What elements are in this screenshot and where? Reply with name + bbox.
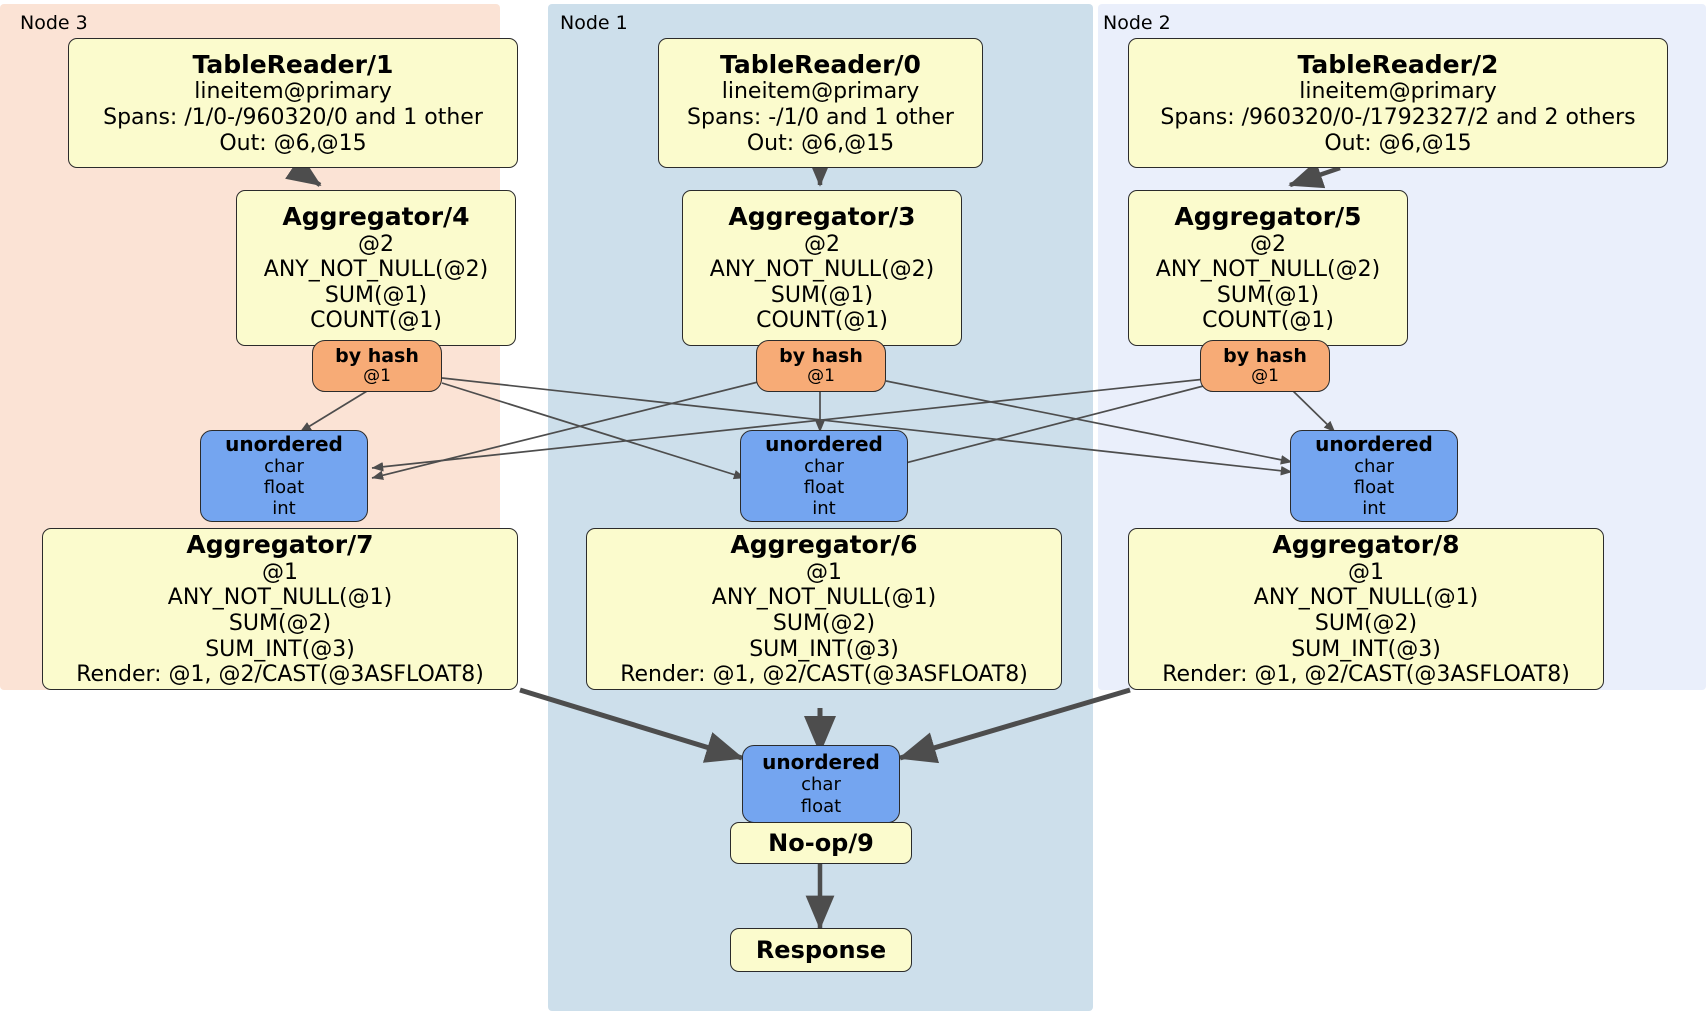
- synchronizer-node-1-type-int: int: [812, 498, 836, 520]
- response[interactable]: Response: [730, 928, 912, 972]
- aggregator-4-group: @2: [358, 231, 394, 257]
- aggregator-7-title: Aggregator/7: [186, 530, 374, 560]
- aggregator-8[interactable]: Aggregator/8 @1 ANY_NOT_NULL(@1) SUM(@2)…: [1128, 528, 1604, 690]
- final-synchronizer-type-float: float: [800, 795, 842, 817]
- synchronizer-node-2[interactable]: unordered char float int: [1290, 430, 1458, 522]
- table-reader-1-spans: Spans: /1/0-/960320/0 and 1 other: [103, 104, 483, 130]
- synchronizer-node-1-title: unordered: [765, 431, 883, 456]
- table-reader-0-spans: Spans: -/1/0 and 1 other: [687, 104, 954, 130]
- router-by-hash-node-3-title: by hash: [335, 344, 419, 367]
- aggregator-7-render: Render: @1, @2/CAST(@3ASFLOAT8): [76, 662, 484, 688]
- router-by-hash-node-2[interactable]: by hash @1: [1200, 340, 1330, 392]
- aggregator-3[interactable]: Aggregator/3 @2 ANY_NOT_NULL(@2) SUM(@1)…: [682, 190, 962, 346]
- table-reader-2-title: TableReader/2: [1297, 49, 1499, 79]
- synchronizer-node-2-type-char: char: [1354, 455, 1394, 477]
- aggregator-3-group: @2: [804, 231, 840, 257]
- aggregator-7-agg3: SUM_INT(@3): [205, 636, 355, 662]
- synchronizer-node-3-type-int: int: [272, 498, 296, 520]
- router-by-hash-node-3-key: @1: [363, 365, 391, 386]
- aggregator-7-group: @1: [262, 559, 298, 585]
- aggregator-6-group: @1: [806, 559, 842, 585]
- aggregator-8-agg1: ANY_NOT_NULL(@1): [1253, 585, 1479, 611]
- aggregator-3-agg2: SUM(@1): [770, 282, 874, 308]
- lane-label-node-1: Node 1: [560, 12, 628, 34]
- aggregator-7[interactable]: Aggregator/7 @1 ANY_NOT_NULL(@1) SUM(@2)…: [42, 528, 518, 690]
- aggregator-4[interactable]: Aggregator/4 @2 ANY_NOT_NULL(@2) SUM(@1)…: [236, 190, 516, 346]
- aggregator-5[interactable]: Aggregator/5 @2 ANY_NOT_NULL(@2) SUM(@1)…: [1128, 190, 1408, 346]
- table-reader-1-title: TableReader/1: [192, 49, 394, 79]
- final-synchronizer[interactable]: unordered char float: [742, 745, 900, 823]
- aggregator-3-agg3: COUNT(@1): [756, 308, 888, 334]
- aggregator-6-agg2: SUM(@2): [772, 610, 876, 636]
- table-reader-0-title: TableReader/0: [720, 49, 921, 79]
- synchronizer-node-2-title: unordered: [1315, 431, 1433, 456]
- table-reader-2-spans: Spans: /960320/0-/1792327/2 and 2 others: [1160, 104, 1636, 130]
- router-by-hash-node-3[interactable]: by hash @1: [312, 340, 442, 392]
- aggregator-8-render: Render: @1, @2/CAST(@3ASFLOAT8): [1162, 662, 1570, 688]
- table-reader-1-table: lineitem@primary: [194, 79, 392, 105]
- aggregator-5-agg1: ANY_NOT_NULL(@2): [1155, 257, 1381, 283]
- aggregator-8-agg3: SUM_INT(@3): [1291, 636, 1441, 662]
- synchronizer-node-2-type-float: float: [1353, 476, 1395, 498]
- router-by-hash-node-2-key: @1: [1251, 365, 1279, 386]
- aggregator-7-agg2: SUM(@2): [228, 610, 332, 636]
- aggregator-4-agg1: ANY_NOT_NULL(@2): [263, 257, 489, 283]
- table-reader-0-table: lineitem@primary: [721, 79, 920, 105]
- no-op-9[interactable]: No-op/9: [730, 822, 912, 864]
- synchronizer-node-2-type-int: int: [1362, 498, 1386, 520]
- table-reader-2[interactable]: TableReader/2 lineitem@primary Spans: /9…: [1128, 38, 1668, 168]
- router-by-hash-node-1-key: @1: [807, 365, 835, 386]
- synchronizer-node-1-type-char: char: [804, 455, 844, 477]
- router-by-hash-node-2-title: by hash: [1223, 344, 1307, 367]
- aggregator-6-render: Render: @1, @2/CAST(@3ASFLOAT8): [620, 662, 1028, 688]
- aggregator-3-title: Aggregator/3: [728, 202, 916, 232]
- lane-label-node-3: Node 3: [20, 12, 88, 34]
- aggregator-8-group: @1: [1348, 559, 1384, 585]
- aggregator-5-agg3: COUNT(@1): [1202, 308, 1334, 334]
- table-reader-0-out: Out: @6,@15: [746, 130, 895, 156]
- aggregator-5-title: Aggregator/5: [1174, 202, 1362, 232]
- aggregator-8-title: Aggregator/8: [1272, 530, 1460, 560]
- aggregator-6-agg3: SUM_INT(@3): [749, 636, 899, 662]
- synchronizer-node-3[interactable]: unordered char float int: [200, 430, 368, 522]
- aggregator-4-title: Aggregator/4: [282, 202, 470, 232]
- table-reader-0[interactable]: TableReader/0 lineitem@primary Spans: -/…: [658, 38, 983, 168]
- aggregator-6-agg1: ANY_NOT_NULL(@1): [711, 585, 937, 611]
- final-synchronizer-title: unordered: [762, 750, 880, 775]
- aggregator-4-agg3: COUNT(@1): [310, 308, 442, 334]
- table-reader-2-table: lineitem@primary: [1299, 79, 1497, 105]
- synchronizer-node-3-title: unordered: [225, 431, 343, 456]
- table-reader-2-out: Out: @6,@15: [1324, 130, 1472, 156]
- aggregator-6[interactable]: Aggregator/6 @1 ANY_NOT_NULL(@1) SUM(@2)…: [586, 528, 1062, 690]
- aggregator-4-agg2: SUM(@1): [324, 282, 428, 308]
- aggregator-5-group: @2: [1250, 231, 1286, 257]
- aggregator-3-agg1: ANY_NOT_NULL(@2): [709, 257, 935, 283]
- router-by-hash-node-1-title: by hash: [779, 344, 863, 367]
- table-reader-1-out: Out: @6,@15: [219, 130, 367, 156]
- aggregator-5-agg2: SUM(@1): [1216, 282, 1320, 308]
- synchronizer-node-1[interactable]: unordered char float int: [740, 430, 908, 522]
- lane-label-node-2: Node 2: [1103, 12, 1171, 34]
- synchronizer-node-3-type-float: float: [263, 476, 305, 498]
- synchronizer-node-1-type-float: float: [803, 476, 845, 498]
- aggregator-7-agg1: ANY_NOT_NULL(@1): [167, 585, 393, 611]
- response-title: Response: [755, 935, 887, 964]
- aggregator-8-agg2: SUM(@2): [1314, 610, 1418, 636]
- router-by-hash-node-1[interactable]: by hash @1: [756, 340, 886, 392]
- final-synchronizer-type-char: char: [801, 774, 841, 796]
- table-reader-1[interactable]: TableReader/1 lineitem@primary Spans: /1…: [68, 38, 518, 168]
- synchronizer-node-3-type-char: char: [264, 455, 304, 477]
- no-op-9-title: No-op/9: [768, 828, 874, 857]
- aggregator-6-title: Aggregator/6: [730, 530, 918, 560]
